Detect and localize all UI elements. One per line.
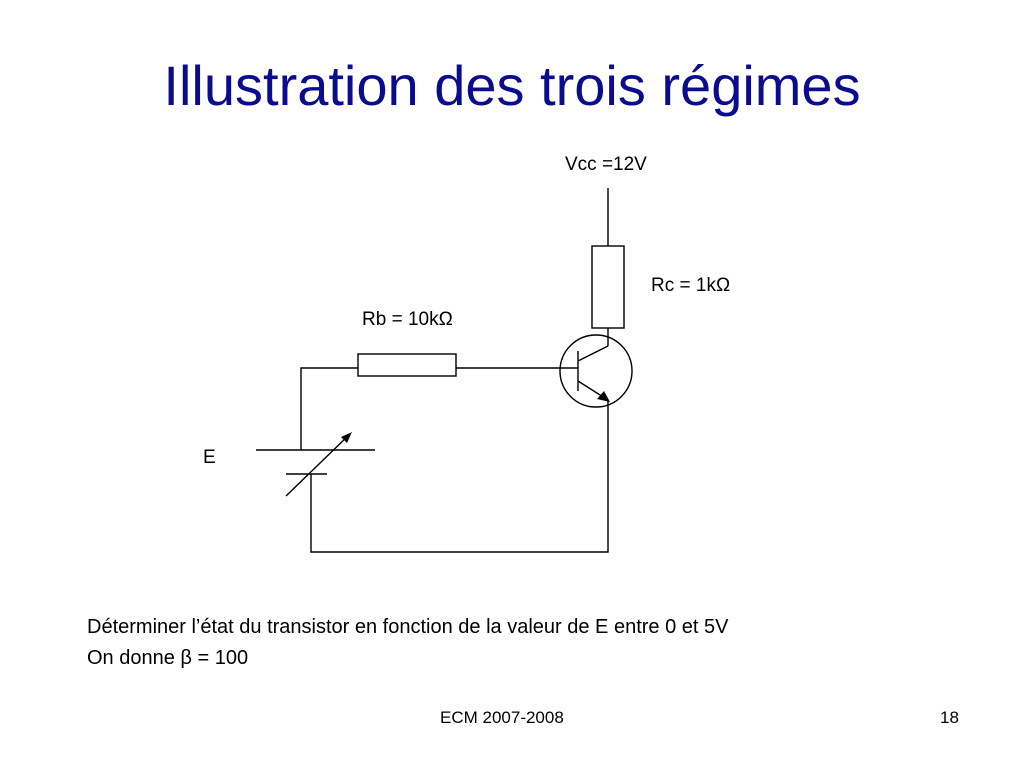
question-line-2: On donne β = 100 [87, 647, 249, 669]
ground-loop-wire [310, 400, 609, 553]
rc-label: Rc = 1kΩ [651, 275, 731, 296]
vcc-label: Vcc =12V [565, 154, 647, 175]
rb-resistor [357, 353, 457, 377]
page-number: 18 [940, 708, 959, 727]
source-variable-arrow [285, 433, 351, 497]
source-e-label: E [203, 447, 216, 468]
rc-resistor [591, 245, 625, 329]
source-arrowhead [341, 432, 352, 443]
question-text: Déterminer l’état du transistor en fonct… [87, 612, 728, 674]
transistor-collector-lead [577, 345, 609, 362]
footer-center: ECM 2007-2008 [440, 708, 564, 727]
slide-title: Illustration des trois régimes [163, 54, 861, 117]
transistor-body [559, 334, 633, 408]
question-line-1: Déterminer l’état du transistor en fonct… [87, 616, 729, 638]
rb-label: Rb = 10kΩ [362, 309, 453, 330]
rb-left-wire [300, 367, 358, 450]
emitter-arrowhead [597, 391, 610, 402]
